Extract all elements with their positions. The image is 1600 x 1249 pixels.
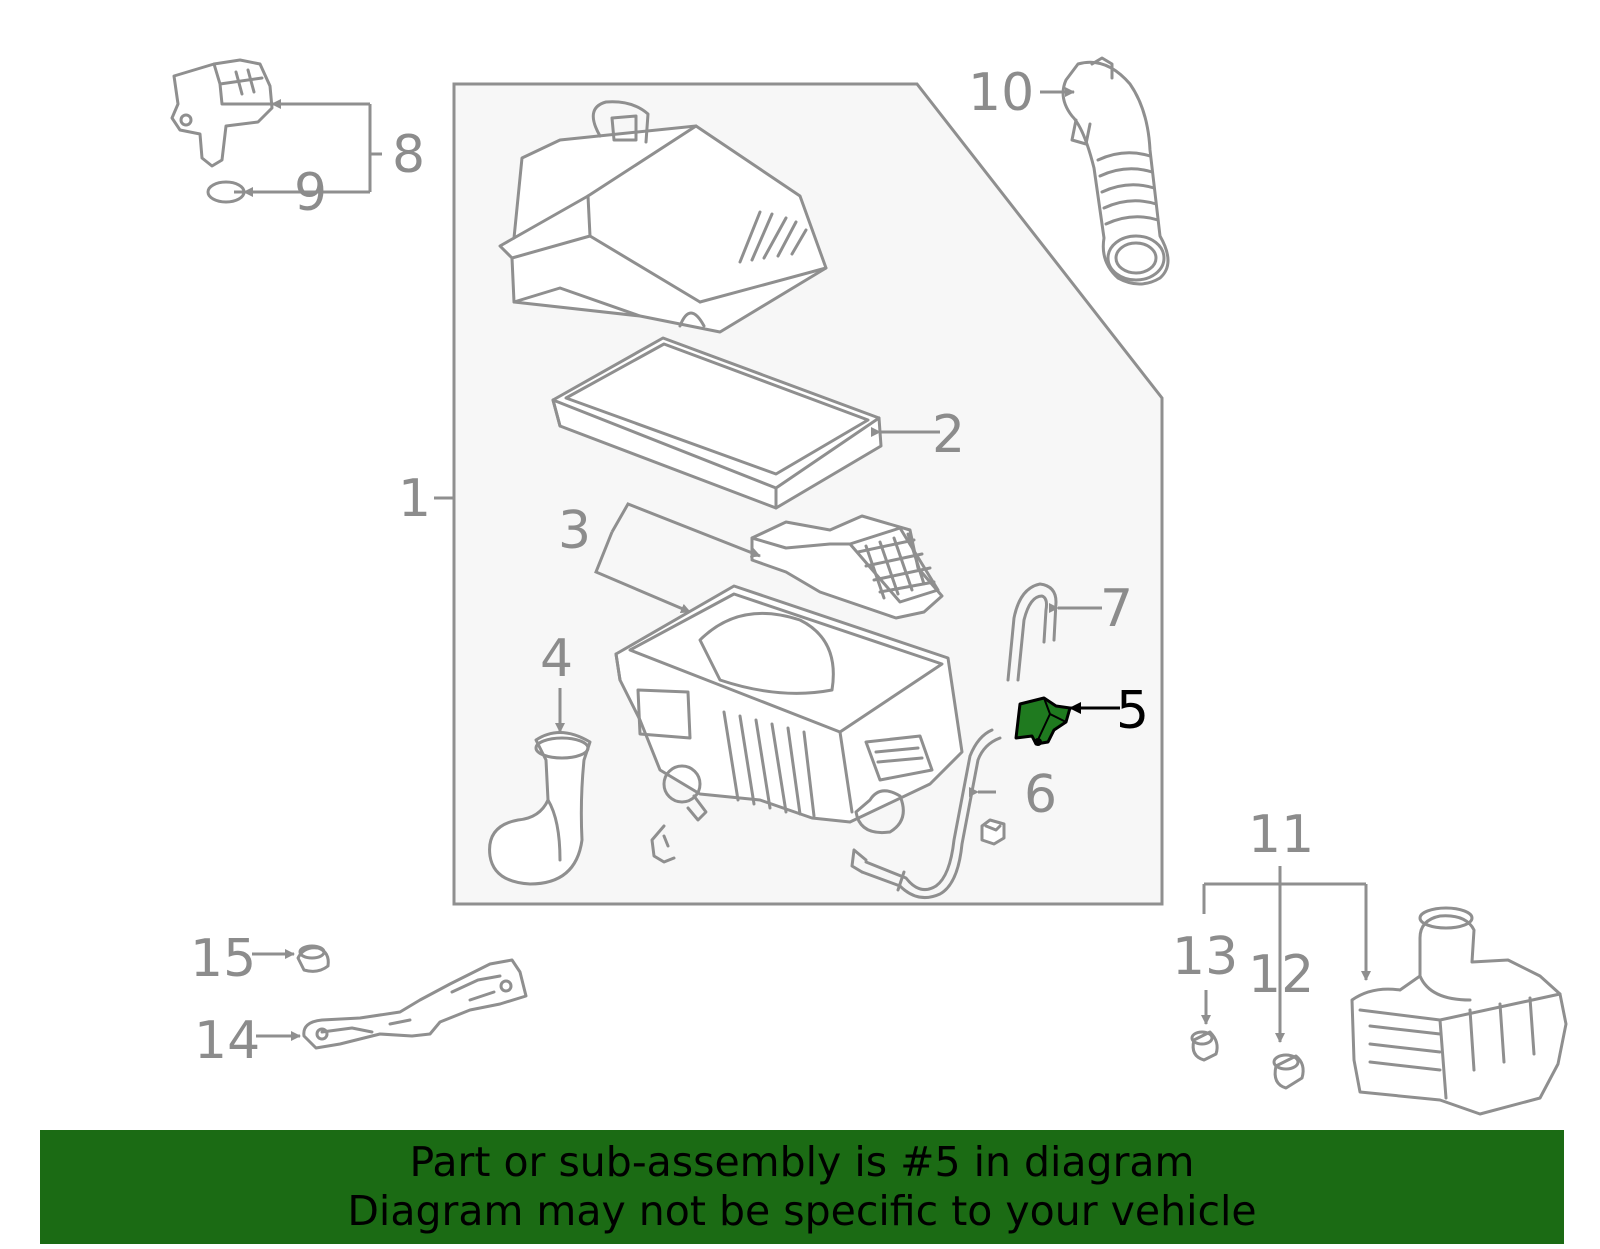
callout-9: 9 [294, 163, 327, 223]
intake-hose [1061, 56, 1170, 286]
vacuum-hose [1006, 582, 1058, 682]
callout-8: 8 [392, 125, 425, 185]
info-banner: Part or sub-assembly is #5 in diagram Di… [40, 1130, 1564, 1244]
callout-10: 10 [968, 63, 1034, 123]
clip [650, 824, 676, 864]
inlet-duct-piece [750, 514, 944, 620]
air-cleaner-cover [498, 100, 828, 334]
callout-13: 13 [1172, 927, 1238, 987]
highlighted-part-5 [1014, 696, 1072, 746]
lower-case [614, 584, 964, 835]
banner-line-1: Part or sub-assembly is #5 in diagram [409, 1138, 1195, 1186]
sensor [170, 58, 274, 204]
callout-15: 15 [190, 929, 256, 989]
bracket [302, 958, 528, 1050]
resonator [1350, 906, 1568, 1116]
inlet-hose [488, 731, 592, 886]
ring-12 [1272, 1053, 1305, 1090]
banner-line-2: Diagram may not be specific to your vehi… [347, 1187, 1257, 1235]
filter-element [551, 336, 883, 510]
hose [850, 728, 1002, 900]
callout-6: 6 [1024, 765, 1057, 825]
grommet [980, 818, 1006, 846]
leader-lines [234, 87, 1371, 1043]
callout-3: 3 [558, 501, 591, 561]
callout-2: 2 [932, 405, 965, 465]
callout-11: 11 [1248, 805, 1314, 865]
callout-7: 7 [1100, 579, 1133, 639]
clip-15 [296, 944, 330, 973]
callout-14: 14 [194, 1011, 260, 1071]
callout-5: 5 [1116, 681, 1149, 741]
ring-13 [1190, 1030, 1219, 1062]
callout-12: 12 [1248, 945, 1314, 1005]
callout-4: 4 [540, 629, 573, 689]
callout-1: 1 [398, 469, 431, 529]
